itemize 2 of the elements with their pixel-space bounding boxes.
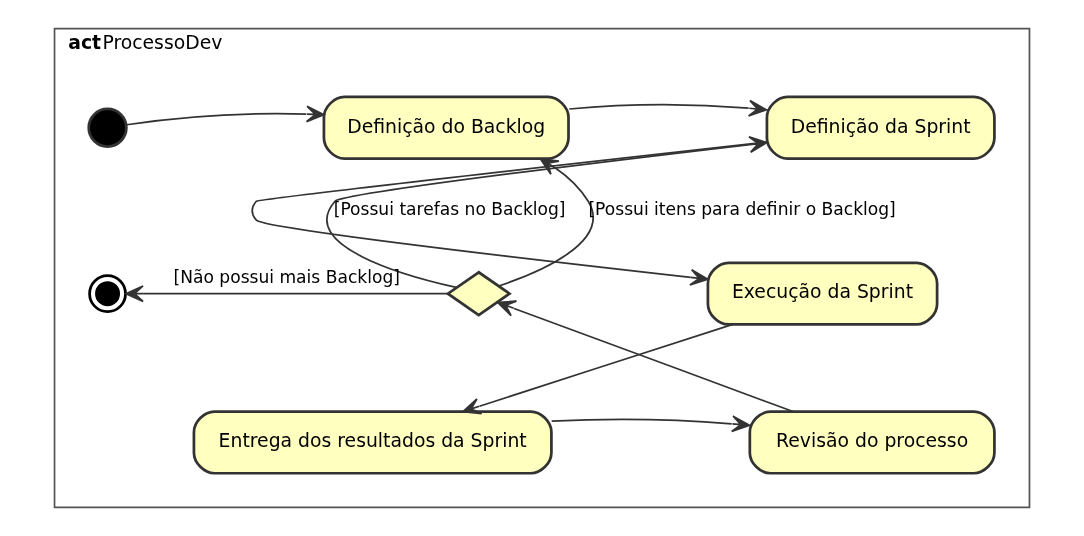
edge-label: [Possui tarefas no Backlog]: [333, 198, 566, 219]
edge-label: [Não possui mais Backlog]: [173, 267, 400, 288]
